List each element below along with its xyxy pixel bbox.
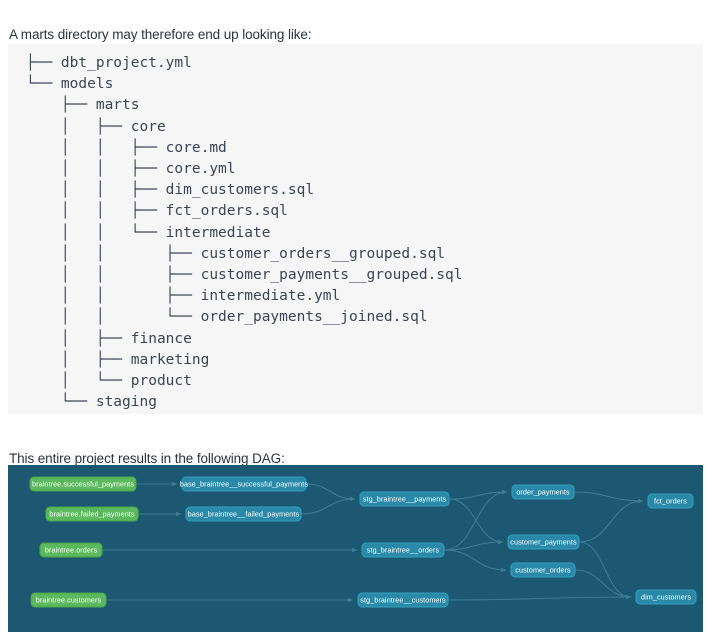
- dag-node-stg_braintree__customers[interactable]: stg_braintree__customers: [357, 592, 449, 608]
- dag-node-box: [357, 592, 449, 608]
- dag-node-stg_braintree__orders[interactable]: stg_braintree__orders: [361, 542, 445, 558]
- dag-node-braintree_failed_payments[interactable]: braintree.failed_payments: [45, 506, 139, 522]
- intro-paragraph: A marts directory may therefore end up l…: [9, 26, 312, 42]
- directory-tree-content: ├── dbt_project.yml └── models ├── marts…: [26, 55, 463, 411]
- dag-node-label: dim_customers: [641, 592, 691, 601]
- dag-edge: [448, 489, 508, 500]
- dag-node-dim_customers[interactable]: dim_customers: [635, 589, 697, 605]
- dag-node-layer: braintree.successful_payments braintree.f…: [29, 476, 697, 608]
- dag-node-order_payments[interactable]: order_payments: [511, 484, 575, 500]
- dag-node-base_braintree__failed_payments[interactable]: base_braintree__failed_payments: [185, 506, 302, 522]
- dag-edge: [447, 594, 632, 601]
- dag-node-box: [510, 562, 576, 578]
- dag-node-label: stg_braintree__customers: [360, 595, 446, 604]
- dag-node-braintree_successful_payments[interactable]: braintree.successful_payments: [29, 476, 137, 492]
- dag-node-braintree_orders[interactable]: braintree.orders: [39, 542, 103, 558]
- dag-node-customer_payments[interactable]: customer_payments: [507, 534, 580, 550]
- dag-node-box: [359, 491, 450, 507]
- dag-node-box: [647, 493, 694, 509]
- dag-edge: [305, 483, 356, 502]
- dag-node-label: base_braintree__failed_payments: [188, 509, 300, 518]
- dag-node-label: braintree.successful_payments: [32, 479, 134, 488]
- dag-node-label: braintree.orders: [45, 545, 98, 554]
- dag-edge: [443, 489, 508, 551]
- dag-edge: [578, 498, 644, 543]
- dag-node-box: [29, 476, 137, 492]
- dag-edge: [300, 496, 356, 515]
- dag-node-label: base_braintree__successful_payments: [180, 479, 308, 488]
- dag-edge-layer: [102, 481, 644, 603]
- directory-tree-code-block: ├── dbt_project.yml └── models ├── marts…: [8, 44, 703, 414]
- dag-node-box: [45, 506, 139, 522]
- dag-edge: [574, 569, 632, 600]
- dag-node-box: [635, 589, 697, 605]
- dag-node-box: [181, 476, 307, 492]
- dag-edge: [443, 549, 507, 573]
- dag-node-box: [507, 534, 580, 550]
- dag-node-label: stg_braintree__orders: [367, 545, 440, 554]
- dag-node-box: [511, 484, 575, 500]
- dag-node-label: braintree.failed_payments: [49, 509, 135, 518]
- dag-node-box: [185, 506, 302, 522]
- dag-node-label: stg_braintree__payments: [363, 494, 447, 503]
- dag-node-label: customer_payments: [510, 537, 577, 546]
- dag-node-base_braintree__successful_payments[interactable]: base_braintree__successful_payments: [180, 476, 308, 492]
- dag-node-label: fct_orders: [654, 496, 687, 505]
- dag-node-box: [361, 542, 445, 558]
- dag-node-label: order_payments: [516, 487, 570, 496]
- dag-node-label: customer_orders: [515, 565, 571, 574]
- dag-node-box: [39, 542, 103, 558]
- dag-node-braintree_customers[interactable]: braintree.customers: [30, 592, 107, 608]
- dag-edge: [573, 491, 644, 504]
- dag-edge: [443, 539, 504, 551]
- dag-node-box: [30, 592, 107, 608]
- dag-intro-paragraph: This entire project results in the follo…: [9, 450, 285, 466]
- dag-node-label: braintree.customers: [36, 595, 102, 604]
- dag-node-customer_orders[interactable]: customer_orders: [510, 562, 576, 578]
- dag-diagram[interactable]: braintree.successful_payments braintree.f…: [8, 465, 703, 632]
- dag-node-stg_braintree__payments[interactable]: stg_braintree__payments: [359, 491, 450, 507]
- dag-edge: [578, 541, 632, 600]
- dag-node-fct_orders[interactable]: fct_orders: [647, 493, 694, 509]
